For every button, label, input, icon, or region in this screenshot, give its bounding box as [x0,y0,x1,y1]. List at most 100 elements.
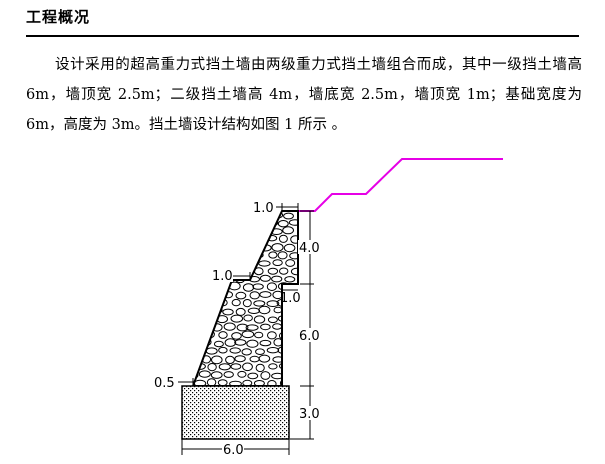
rubble-stone [193,250,206,258]
rubble-stone [193,290,198,299]
rubble-stone [241,219,252,226]
rubble-stone [193,322,200,330]
dim-label-toe-offset: 0.5 [154,376,175,391]
rubble-stone [267,316,278,324]
rubble-stone [229,218,242,227]
rubble-stone [206,378,217,386]
rubble-stone [283,212,294,220]
rubble-stone [218,346,228,354]
rubble-stone [282,226,295,235]
rubble-stone [284,355,297,363]
rubble-stone [246,339,259,348]
rubble-stone [200,211,211,220]
dim-label-step-offset: 1.0 [280,291,301,306]
rubble-stone [193,258,200,266]
rubble-stone [237,370,247,378]
rubble-stone [266,282,277,292]
rubble-stone [222,226,235,235]
rubble-stone [236,323,249,332]
rubble-stone [211,355,223,365]
rubble-stone [217,220,229,228]
rubble-stone [284,276,296,283]
section-heading: 工程概况 [26,8,91,26]
rubble-stone [193,227,200,236]
rubble-stone [212,242,222,251]
rubble-stone [271,243,284,252]
rubble-stone [210,371,223,379]
rubble-stone [252,283,264,290]
ground-surface-line [298,158,503,212]
rubble-stone [247,372,259,380]
dim-label-upper-height: 4.0 [299,241,320,256]
rubble-stone [236,211,248,219]
rubble-stone [247,243,261,251]
rubble-stone [259,228,272,236]
rubble-stone [195,235,205,244]
rubble-stone [200,227,213,236]
rubble-stone [253,315,266,324]
rubble-stone [290,348,298,356]
rubble-stone [236,242,247,252]
rubble-stone [267,267,279,275]
rubble-stone [290,267,298,276]
rubble-stone [218,331,228,339]
rubble-stone [207,282,217,290]
rubble-stone [213,340,224,348]
rubble-stone [277,220,289,228]
foundation-block [181,385,290,440]
rubble-stone [228,250,240,260]
rubble-stone [243,314,253,322]
rubble-stone [249,226,259,236]
rubble-stone [288,219,298,226]
rubble-stone [241,235,252,243]
rubble-stone [267,331,277,340]
rubble-stone [193,315,205,323]
rubble-stone [195,267,206,277]
rubble-stone [288,379,298,386]
rubble-stone [231,298,241,307]
rubble-stone [223,371,234,378]
rubble-stone [217,250,230,259]
heading-underline [26,35,579,37]
dim-label-base-width: 6.0 [223,443,244,458]
rubble-stone [255,363,265,373]
rubble-stone [193,346,204,355]
rubble-stone [193,339,200,348]
rubble-stone [207,363,217,372]
rubble-stone [230,363,242,370]
rubble-stone [242,362,253,372]
rubble-stone [283,243,296,253]
rubble-stone [225,355,235,364]
rubble-stone [258,305,271,315]
rubble-stone [223,322,236,331]
rubble-stone [290,235,298,244]
rubble-stone [206,315,216,323]
rubble-stone [206,250,218,259]
rubble-stone [235,291,247,300]
rubble-stone [230,314,244,323]
rubble-stone [200,324,213,332]
rubble-stone [242,299,252,308]
rubble-stone [194,218,205,227]
rubble-stone [236,228,246,236]
rubble-stone [229,347,241,354]
rubble-stone [292,364,298,371]
rubble-stone [258,354,271,363]
rubble-stone [193,275,199,283]
rubble-stone [235,307,246,316]
rubble-stone [242,251,254,258]
rubble-stone [199,275,212,285]
rubble-stone [290,314,298,323]
rubble-stone [229,380,242,386]
rubble-stone [284,308,294,316]
rubble-stone [260,371,271,380]
rubble-stone [277,251,288,260]
rubble-stone [255,235,266,242]
rubble-stone [255,348,265,356]
rubble-stone [200,307,210,315]
rubble-stone [272,259,283,267]
rubble-stone [259,291,272,298]
rubble-stone [218,363,231,371]
dim-label-lower-height: 6.0 [299,329,320,344]
